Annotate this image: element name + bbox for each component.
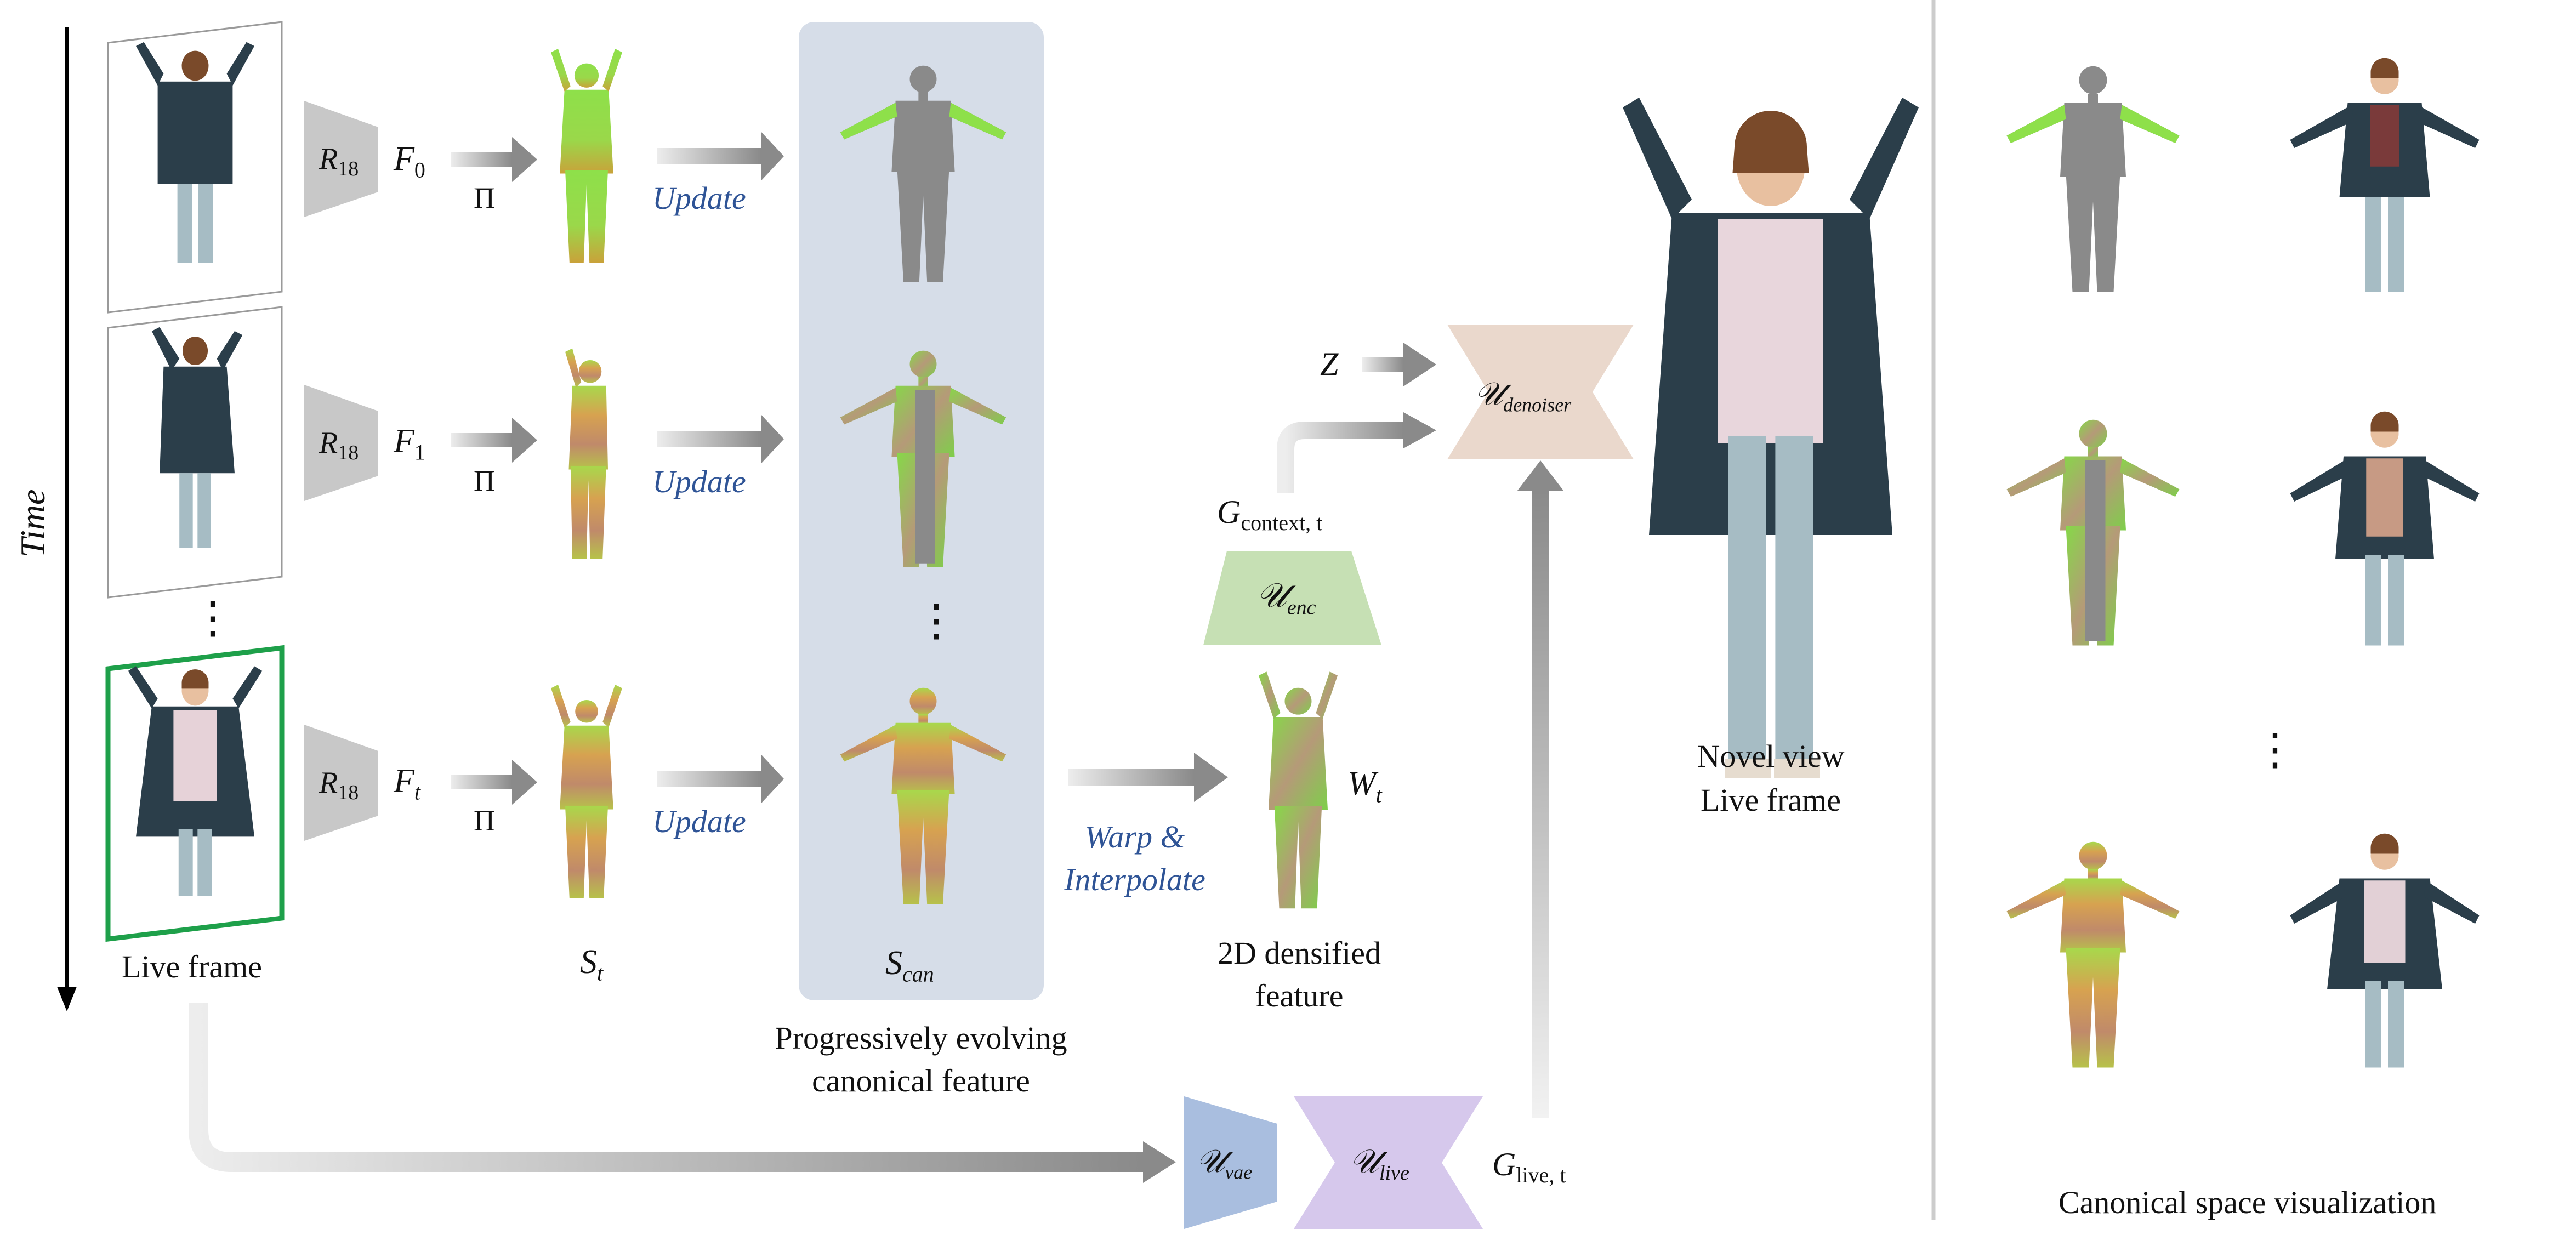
vae-block	[1184, 1096, 1277, 1229]
live-feature-arrow	[1517, 460, 1563, 1118]
context-arrow	[1277, 412, 1436, 493]
live-feature-label: Glive, t	[1492, 1146, 1566, 1187]
projection-arrow-t	[451, 760, 537, 805]
resnet-block-0	[304, 101, 378, 217]
canonical-vis-rgb-t	[2290, 833, 2480, 1068]
partial-feature-0	[551, 48, 622, 263]
projection-symbol-1: Π	[474, 464, 495, 497]
live-frame-label: Live frame	[122, 949, 263, 984]
resnet-block-t	[304, 725, 378, 841]
novel-view-caption: Novel view Live frame	[1697, 738, 1845, 818]
feature-label-1: F1	[394, 423, 425, 465]
update-arrow-1	[657, 414, 784, 464]
projection-arrow-0	[451, 137, 537, 182]
canonical-vis-feature-0	[2006, 66, 2180, 292]
densified-feature-label: Wt	[1347, 765, 1382, 807]
denoiser-block	[1447, 325, 1634, 459]
ellipsis-canonical: ⋮	[914, 597, 958, 645]
projection-symbol-t: Π	[474, 804, 495, 837]
time-axis-label: Time	[13, 489, 52, 557]
resnet-block-1	[304, 385, 378, 501]
canonical-vis-caption: Canonical space visualization	[2058, 1185, 2437, 1220]
canonical-feature-caption: Progressively evolving canonical feature	[775, 1020, 1067, 1099]
update-label-0: Update	[652, 180, 746, 216]
resnet-label-1: R18	[319, 426, 359, 465]
live-unet-label: 𝒰live	[1350, 1143, 1409, 1185]
canonical-vis-feature-t	[2006, 841, 2180, 1068]
frame-1	[107, 306, 283, 599]
projection-arrow-1	[451, 418, 537, 463]
canonical-figure-0	[840, 65, 1006, 283]
update-arrow-0	[657, 132, 784, 181]
canonical-vis-rgb-0	[2290, 58, 2480, 292]
update-arrow-t	[657, 754, 784, 804]
context-feature-label: Gcontext, t	[1217, 494, 1323, 535]
time-axis-arrowhead	[57, 987, 77, 1011]
densified-feature-caption: 2D densified feature	[1218, 935, 1381, 1014]
resnet-label-0: R18	[319, 142, 359, 181]
warp-label: Warp & Interpolate	[1064, 819, 1205, 897]
projection-symbol-0: Π	[474, 181, 495, 214]
partial-feature-label: St	[580, 943, 604, 986]
canonical-vis-feature-1	[2006, 419, 2180, 646]
noise-arrow	[1362, 343, 1436, 386]
partial-feature-t	[551, 685, 622, 898]
feature-label-t: Ft	[394, 762, 420, 805]
denoiser-label: 𝒰denoiser	[1475, 376, 1572, 416]
encoder-label: 𝒰enc	[1256, 577, 1316, 619]
frame-0	[107, 21, 283, 314]
encoder-block	[1203, 551, 1381, 645]
densified-feature	[1259, 671, 1338, 909]
resnet-label-t: R18	[319, 766, 359, 805]
update-label-t: Update	[652, 804, 746, 839]
feature-label-0: F0	[394, 140, 425, 183]
canonical-figure-1	[840, 350, 1006, 567]
partial-feature-1	[565, 348, 608, 559]
live-frame-to-vae-arrow	[189, 1003, 1176, 1183]
ellipsis-canonical-vis: ⋮	[2253, 726, 2297, 774]
update-label-1: Update	[652, 464, 746, 499]
vae-label: 𝒰vae	[1196, 1143, 1253, 1183]
canonical-feature-label: Scan	[885, 944, 934, 987]
live-unet-block	[1294, 1096, 1483, 1229]
novel-view-image	[1623, 97, 1919, 778]
warp-arrow	[1068, 753, 1228, 802]
frame-t	[105, 645, 285, 942]
noise-label: Z	[1320, 346, 1339, 382]
ellipsis-frames: ⋮	[191, 594, 235, 642]
canonical-vis-rgb-1	[2290, 411, 2480, 646]
